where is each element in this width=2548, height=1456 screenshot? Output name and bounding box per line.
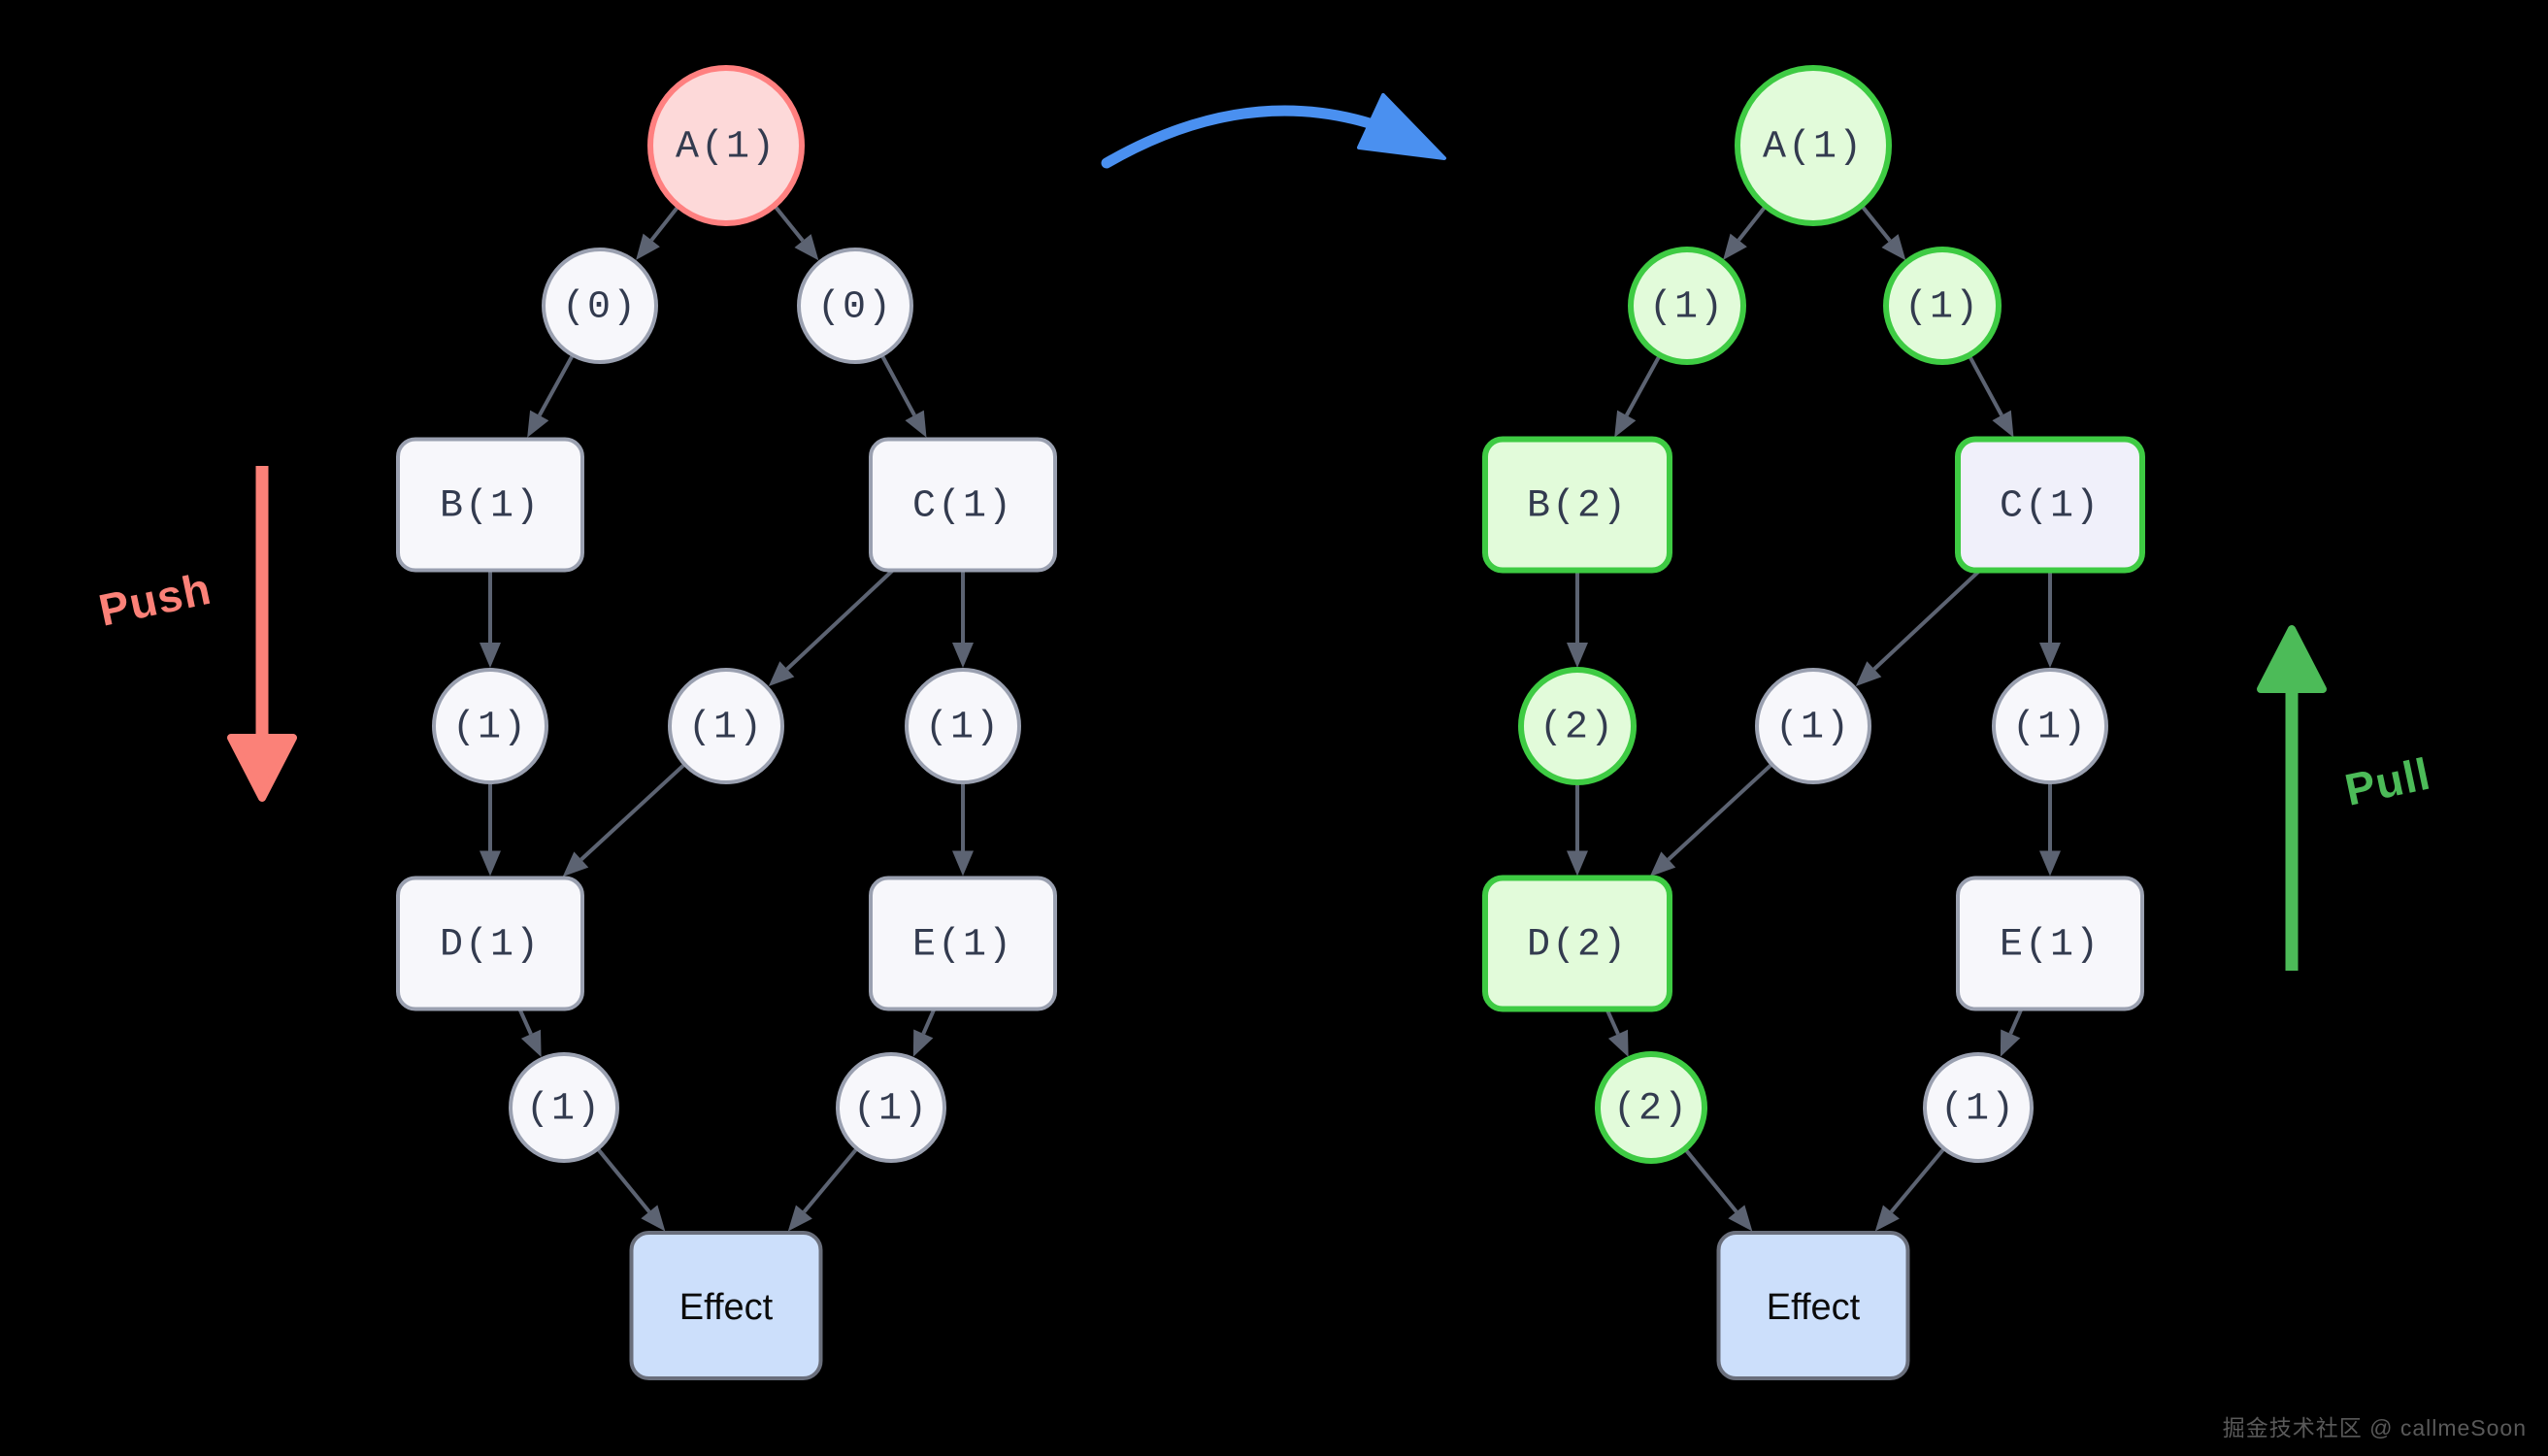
graph-edge <box>1614 353 1662 438</box>
graph-node-c1[interactable]: C(1) <box>1955 436 2145 574</box>
graph-node-e1[interactable]: E(1) <box>869 876 1057 1011</box>
graph-edge <box>527 353 575 438</box>
graph-node-1[interactable]: (1) <box>1992 668 2108 784</box>
watermark: 掘金技术社区 @ callmeSoon <box>2222 1415 2527 1440</box>
graph-node-1[interactable]: (1) <box>509 1052 619 1163</box>
graph-edge <box>1967 354 2014 438</box>
graph-edge <box>1567 570 1588 668</box>
graph-edge <box>2039 782 2061 877</box>
node-label: (0) <box>817 286 893 330</box>
node-label: D(2) <box>1527 924 1628 968</box>
graph-edge <box>952 782 974 877</box>
graph-edge <box>1860 204 1906 261</box>
nodes-layer: A(1) (0) (0) B(1) C(1) (1) (1) (1) D(1) E(1) (1) (1… <box>396 65 2145 1380</box>
graph-edge <box>1605 1008 1629 1058</box>
node-label: (1) <box>853 1088 929 1132</box>
graph-node-b2[interactable]: B(2) <box>1482 436 1672 574</box>
graph-node-a1[interactable]: A(1) <box>1735 65 1892 226</box>
node-label: (1) <box>2012 707 2088 750</box>
node-label: C(1) <box>2000 485 2101 529</box>
pull-marker: Pull <box>2257 625 2434 971</box>
push-to-pull-arrow <box>1101 93 1446 169</box>
graph-edge <box>480 782 501 877</box>
graph-node-1[interactable]: (1) <box>1628 247 1746 365</box>
graph-edge <box>1723 204 1768 260</box>
node-label: (1) <box>452 707 528 750</box>
graph-edge <box>1649 762 1773 877</box>
graph-node-effect[interactable]: Effect <box>629 1231 823 1380</box>
node-label: (1) <box>925 707 1001 750</box>
node-label: D(1) <box>440 924 541 968</box>
graph-edge <box>1855 569 1982 687</box>
node-label: (2) <box>1539 707 1615 750</box>
graph-edge <box>952 570 974 668</box>
graph-edge <box>768 569 895 687</box>
node-label: (1) <box>1649 286 1725 330</box>
node-label: (1) <box>688 707 764 750</box>
graph-edge <box>517 1008 542 1058</box>
graph-node-a1[interactable]: A(1) <box>647 65 805 226</box>
graph-node-2[interactable]: (2) <box>1595 1051 1707 1164</box>
graph-edge <box>773 204 819 261</box>
node-label: A(1) <box>676 126 777 170</box>
graph-node-b1[interactable]: B(1) <box>396 437 584 573</box>
node-label: C(1) <box>912 485 1013 529</box>
node-label: (1) <box>1940 1088 2016 1132</box>
graph-edge <box>2000 1008 2024 1057</box>
graph-node-2[interactable]: (2) <box>1518 667 1637 785</box>
graph-edge <box>1683 1147 1753 1232</box>
graph-edge <box>636 204 680 260</box>
graph-node-0[interactable]: (0) <box>797 248 913 364</box>
pull-label: Pull <box>2340 748 2434 815</box>
node-label: (1) <box>1775 707 1851 750</box>
node-label: Effect <box>1767 1287 1861 1328</box>
node-label: A(1) <box>1763 126 1864 170</box>
graph-edge <box>480 570 501 668</box>
graph-edge <box>912 1008 937 1057</box>
graph-node-1[interactable]: (1) <box>905 668 1021 784</box>
node-label: B(2) <box>1527 485 1628 529</box>
graph-node-c1[interactable]: C(1) <box>869 437 1057 573</box>
graph-edge <box>1874 1146 1946 1232</box>
graph-node-1[interactable]: (1) <box>668 668 784 784</box>
edges-layer <box>480 204 2061 1232</box>
graph-node-1[interactable]: (1) <box>836 1052 946 1163</box>
graph-node-1[interactable]: (1) <box>1883 247 2002 365</box>
push-label: Push <box>94 563 215 636</box>
node-label: (1) <box>526 1088 602 1132</box>
graph-node-d1[interactable]: D(1) <box>396 876 584 1011</box>
graph-node-1[interactable]: (1) <box>1755 668 1871 784</box>
graph-node-e1[interactable]: E(1) <box>1956 876 2144 1011</box>
graph-edge <box>879 354 927 438</box>
push-marker: Push <box>94 466 297 802</box>
node-label: B(1) <box>440 485 541 529</box>
node-label: (2) <box>1613 1088 1689 1132</box>
graph-edge <box>787 1146 859 1232</box>
node-label: E(1) <box>912 924 1013 968</box>
graph-edge <box>562 762 686 877</box>
graph-node-effect[interactable]: Effect <box>1716 1231 1910 1380</box>
graph-edge <box>2039 570 2061 668</box>
graph-node-1[interactable]: (1) <box>432 668 548 784</box>
node-label: (0) <box>562 286 638 330</box>
graph-node-1[interactable]: (1) <box>1923 1052 2034 1163</box>
node-label: (1) <box>1904 286 1980 330</box>
graph-node-0[interactable]: (0) <box>542 248 658 364</box>
node-label: Effect <box>679 1287 774 1328</box>
graph-node-d2[interactable]: D(2) <box>1482 875 1672 1012</box>
node-label: E(1) <box>2000 924 2101 968</box>
graph-edge <box>596 1147 666 1232</box>
graph-edge <box>1567 782 1588 877</box>
